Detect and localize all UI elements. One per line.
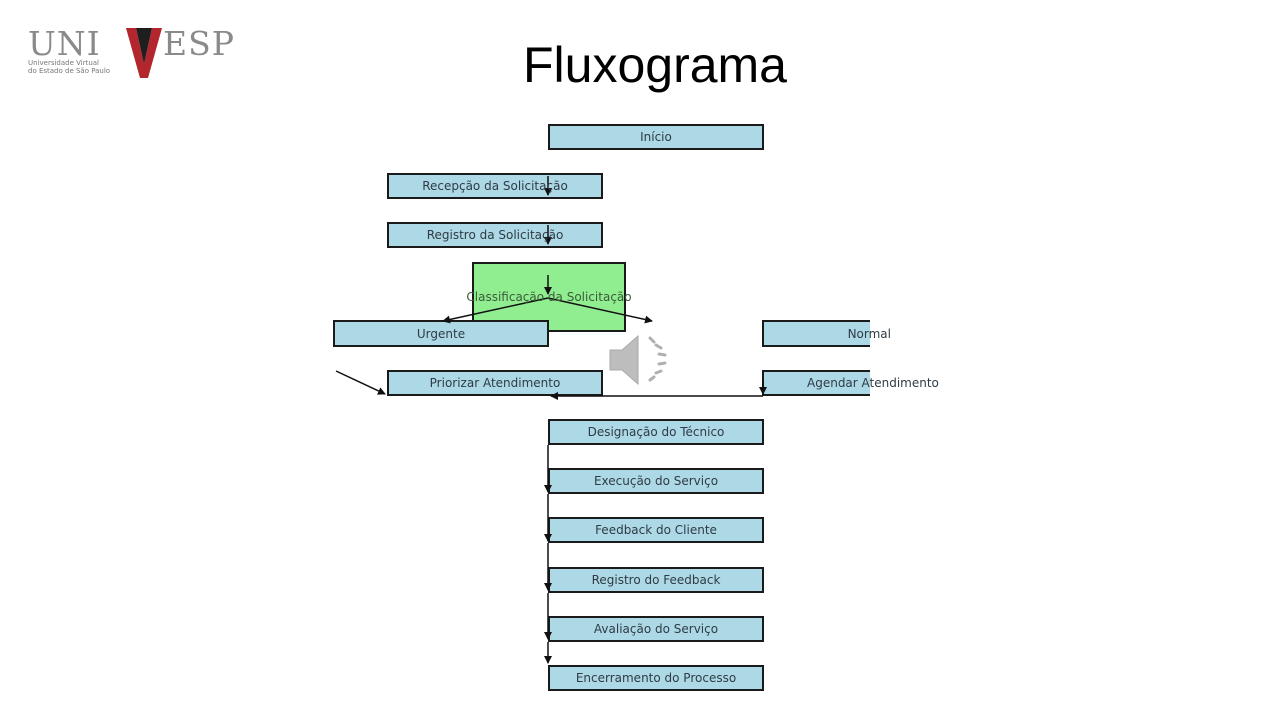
node-label: Início <box>640 130 672 144</box>
node-label: Feedback do Cliente <box>595 523 717 537</box>
node-urgente: Urgente <box>333 320 549 347</box>
node-label: Urgente <box>416 326 466 341</box>
node-label: Registro do Feedback <box>591 573 721 587</box>
node-designacao: Designação do Técnico <box>548 419 764 445</box>
node-execucao: Execução do Serviço <box>548 468 764 494</box>
univesp-logo: UNI ESP Universidade Virtual do Estado d… <box>26 24 256 82</box>
node-feedback: Feedback do Cliente <box>548 517 764 543</box>
node-label: Registro da Solicitação <box>426 228 564 242</box>
node-label: Priorizar Atendimento <box>429 376 561 390</box>
logo-v-mark-icon <box>126 28 162 78</box>
node-label: Encerramento do Processo <box>575 671 737 685</box>
speaker-icon[interactable] <box>606 330 672 390</box>
node-label: Normal <box>847 326 891 341</box>
slide-title: Fluxograma <box>523 37 787 93</box>
logo-brand-left: UNI <box>28 24 101 63</box>
node-label: Designação do Técnico <box>587 425 725 439</box>
edge-urgente-priorizar <box>335 370 386 395</box>
node-label: Agendar Atendimento <box>807 376 939 390</box>
node-priorizar: Priorizar Atendimento <box>387 370 603 396</box>
node-inicio: Início <box>548 124 764 150</box>
node-registro: Registro da Solicitação <box>387 222 603 248</box>
logo-subtitle-line1: Universidade Virtual <box>28 59 100 67</box>
node-agendar: Agendar Atendimento <box>762 370 939 396</box>
node-label: Recepção da Solicitação <box>422 179 568 193</box>
node-label: Classificação da Solicitação <box>466 290 632 304</box>
logo-brand-right: ESP <box>163 24 235 63</box>
node-avaliacao: Avaliação do Serviço <box>548 616 764 642</box>
node-recepcao: Recepção da Solicitação <box>387 173 603 199</box>
node-encerramento: Encerramento do Processo <box>548 665 764 691</box>
node-label: Avaliação do Serviço <box>593 622 719 636</box>
node-normal: Normal <box>762 320 891 347</box>
node-label: Execução do Serviço <box>593 474 719 488</box>
node-registro-feedback: Registro do Feedback <box>548 567 764 593</box>
logo-subtitle-line2: do Estado de São Paulo <box>28 67 111 75</box>
